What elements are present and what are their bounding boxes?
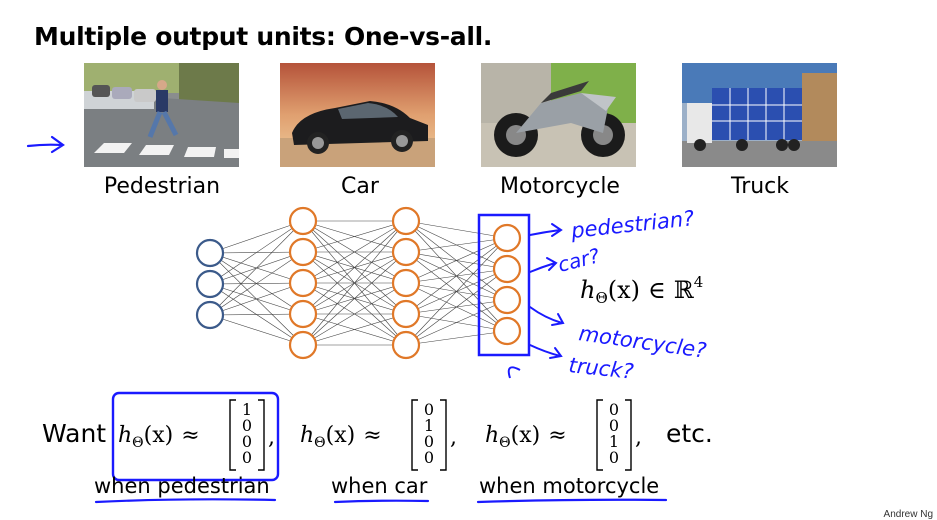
caption-when-car: when car xyxy=(331,474,428,498)
hidden-node xyxy=(391,268,421,298)
output-node xyxy=(492,254,522,284)
vector-entry: 0 xyxy=(242,416,252,435)
arrow-out1-icon xyxy=(529,223,563,237)
caption-when-motorcycle: when motorcycle xyxy=(479,474,660,498)
network-edge xyxy=(302,220,407,315)
vector-bracket xyxy=(411,399,447,471)
page-title: Multiple output units: One-vs-all. xyxy=(34,22,493,51)
caption-car: Car xyxy=(341,174,379,199)
network-edge xyxy=(302,282,407,346)
hidden-node xyxy=(288,237,318,267)
truck-photo xyxy=(682,63,837,167)
arrow-out2-icon xyxy=(529,257,558,273)
network-edge xyxy=(209,282,304,316)
hidden-node xyxy=(391,299,421,329)
credit: Andrew Ng xyxy=(883,509,933,520)
caption-pedestrian: Pedestrian xyxy=(103,174,221,199)
svg-text:hΘ(x)∈ℝ4: hΘ(x)∈ℝ4 xyxy=(580,273,703,307)
etc-label: etc. xyxy=(666,419,713,448)
network-edge xyxy=(209,313,304,316)
hidden-node xyxy=(288,330,318,360)
comma: , xyxy=(635,425,642,450)
caption-motorcycle: Motorcycle xyxy=(500,174,620,199)
want-hypothesis: hΘ(x)≈ xyxy=(485,423,567,451)
network-edge xyxy=(405,299,508,346)
annot-pedestrian: pedestrian? xyxy=(569,206,695,243)
vector-entry: 1 xyxy=(242,400,252,419)
annot-truck: truck? xyxy=(567,353,634,384)
output-node xyxy=(492,316,522,346)
network-edge xyxy=(209,220,304,254)
network-edge xyxy=(209,314,304,346)
arrow-out4-icon xyxy=(529,344,563,359)
input-node xyxy=(195,269,225,299)
motorcycle-photo xyxy=(481,63,636,167)
vector-entry: 0 xyxy=(424,400,434,419)
vector-bracket xyxy=(596,399,632,471)
network-edge xyxy=(405,330,508,346)
arrow-out3-icon xyxy=(529,306,565,326)
network-edge xyxy=(209,220,304,285)
network-edge xyxy=(405,268,508,346)
annot-car: car? xyxy=(555,243,602,277)
car-photo xyxy=(280,63,435,167)
want-hypothesis: hΘ(x)≈ xyxy=(118,423,200,451)
network-edge xyxy=(405,237,508,253)
hypothesis-formula: hΘ(x)∈ℝ4 xyxy=(580,273,703,307)
caption-when-pedestrian: when pedestrian xyxy=(94,474,270,498)
vector-entry: 0 xyxy=(242,448,252,467)
vector-entry: 0 xyxy=(609,416,619,435)
hidden-node xyxy=(288,268,318,298)
network-edge xyxy=(209,220,304,316)
output-node xyxy=(492,285,522,315)
network-edge xyxy=(405,237,508,346)
pedestrian-photo xyxy=(84,63,239,167)
vector-entry: 1 xyxy=(609,432,619,451)
network-edge xyxy=(405,237,508,315)
output-box xyxy=(477,213,531,357)
network-edge xyxy=(302,220,407,346)
want-label: Want xyxy=(42,419,106,448)
hand-curl-icon xyxy=(507,366,521,379)
vector-entry: 0 xyxy=(609,448,619,467)
hidden-node xyxy=(288,299,318,329)
hidden-node xyxy=(288,206,318,236)
comma: , xyxy=(450,425,457,450)
hidden-node xyxy=(391,206,421,236)
comma: , xyxy=(268,425,275,450)
network-edge xyxy=(405,237,508,284)
underline-2 xyxy=(333,499,430,504)
underline-3 xyxy=(476,498,668,504)
underline-1 xyxy=(94,498,277,504)
network-edge xyxy=(209,251,304,316)
highlight-box xyxy=(111,391,280,482)
vector-entry: 0 xyxy=(242,432,252,451)
vector-entry: 1 xyxy=(424,416,434,435)
hidden-node xyxy=(391,237,421,267)
network-edge xyxy=(405,220,508,239)
vector-entry: 0 xyxy=(424,432,434,451)
vector-entry: 0 xyxy=(424,448,434,467)
network-edge xyxy=(302,313,407,346)
caption-truck: Truck xyxy=(730,174,790,199)
vector-bracket xyxy=(229,399,265,471)
output-node xyxy=(492,223,522,253)
input-node xyxy=(195,238,225,268)
input-node xyxy=(195,300,225,330)
network-edge xyxy=(302,220,407,284)
hidden-node xyxy=(391,330,421,360)
want-hypothesis: hΘ(x)≈ xyxy=(300,423,382,451)
hand-arrow-icon xyxy=(26,135,65,154)
network-edge xyxy=(302,251,407,346)
vector-entry: 0 xyxy=(609,400,619,419)
network-edge xyxy=(302,220,407,253)
